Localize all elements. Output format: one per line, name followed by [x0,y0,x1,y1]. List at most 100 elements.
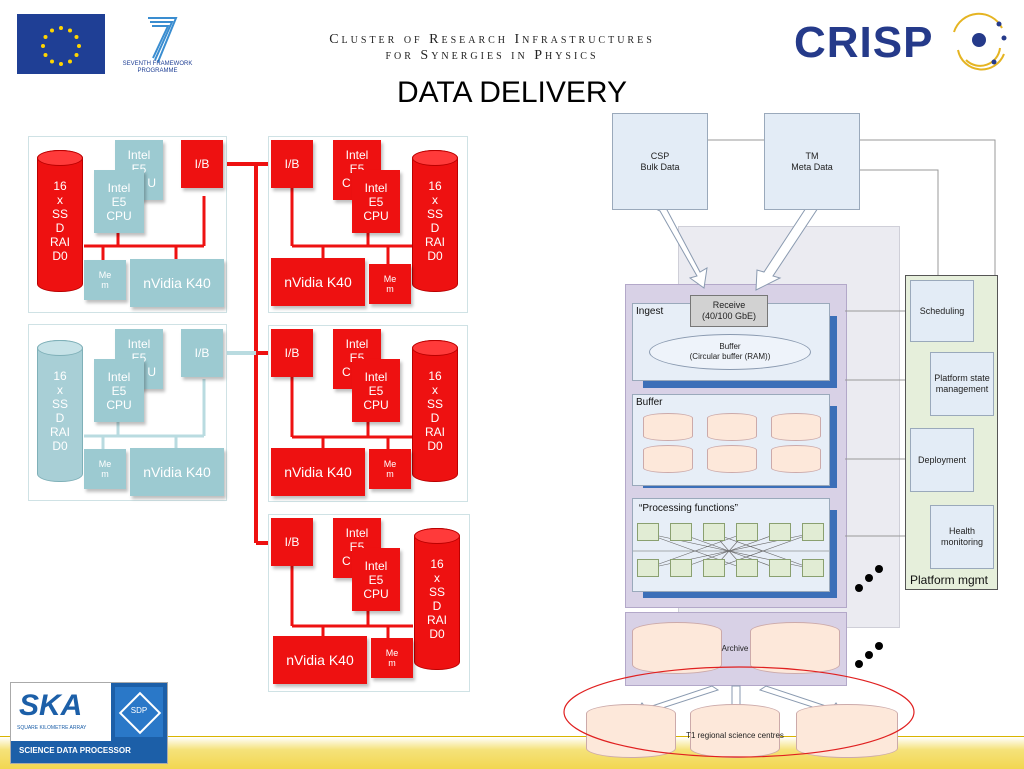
cpu-back-line3a: C [342,554,351,568]
gpu-box: nVidia K40 [130,259,224,307]
ssd-raid-label: 16 x SS D RAI D0 [49,369,70,453]
cpu-back-line1: Intel [345,337,369,351]
buffer-drum [707,413,757,441]
t1-drum [796,704,898,758]
processing-node [769,559,791,577]
cpu-box: Intel E5 CPU [352,170,400,233]
processing-mesh [633,532,829,570]
infiniband-box: I/B [271,140,313,188]
scheduling-box: Scheduling [910,280,974,342]
processing-node [769,523,791,541]
node-1-bus [84,196,206,261]
infiniband-box: I/B [271,518,313,566]
ingest-title: Ingest [636,306,664,317]
cpu-back-line1: Intel [345,526,369,540]
buffer-drum [643,445,693,473]
buffer-drum [643,413,693,441]
archive-drum [750,622,840,674]
buffer-drum [707,445,757,473]
processing-node [736,523,758,541]
cpu-back-line1: Intel [345,148,369,162]
crisp-orbit-icon [953,12,1007,71]
more-dots-icon [865,651,873,659]
gpu-box: nVidia K40 [271,258,365,306]
platform-mgmt-label: Platform mgmt [910,573,989,587]
buffer-ellipse: Buffer (Circular buffer (RAM)) [649,334,811,370]
buffer-ellipse-label: Buffer (Circular buffer (RAM)) [689,342,771,361]
eu-stars-icon [41,26,81,66]
memory-box: Me m [84,260,126,300]
more-dots-icon [855,584,863,592]
cpu-back-line1: Intel [127,148,151,162]
memory-box: Me m [371,638,413,678]
gpu-box: nVidia K40 [273,636,367,684]
cpu-box: Intel E5 CPU [352,359,400,422]
ska-sdp-logo: SKA SQUARE KILOMETRE ARRAY SDP SCIENCE D… [10,682,168,764]
ska-logo-subtext: SQUARE KILOMETRE ARRAY [17,725,87,731]
fp7-logo: SEVENTH FRAMEWORK PROGRAMME [120,14,195,78]
cpu-back-line3a: C [342,176,351,190]
ssd-raid-cylinder: 16 x SS D RAI D0 [412,150,458,292]
processing-title: “Processing functions” [639,503,738,514]
t1-drum [586,704,676,758]
eu-flag-logo [17,14,105,74]
sdp-badge: SDP [115,687,163,737]
infiniband-box: I/B [181,329,223,377]
processing-node [670,559,692,577]
node-3-bus [290,186,413,264]
deployment-box: Deployment [910,428,974,492]
cpu-back-line3a: C [342,365,351,379]
tm-meta-data-box: TM Meta Data [764,113,860,210]
processing-node [802,523,824,541]
more-dots-icon [855,660,863,668]
cpu-box: Intel E5 CPU [94,170,144,233]
ska-logo-text: SKA [19,689,83,722]
ssd-raid-cylinder: 16 x SS D RAI D0 [414,528,460,670]
processing-node [637,523,659,541]
page-title: DATA DELIVERY [396,76,628,109]
t1-label: T1 regional science centres [686,731,784,740]
memory-box: Me m [84,449,126,489]
ssd-raid-cylinder: 16 x SS D RAI D0 [37,150,83,292]
buffer-drum [771,413,821,441]
gpu-box: nVidia K40 [271,448,365,496]
csp-bulk-data-box: CSP Bulk Data [612,113,708,210]
infiniband-box: I/B [181,140,223,188]
processing-section: “Processing functions” [632,498,830,592]
cpu-back-line3b: U [147,365,156,379]
processing-node [670,523,692,541]
processing-node [802,559,824,577]
platform-state-box: Platform state management [930,352,994,416]
t1-drum [690,704,780,758]
ssd-raid-label: 16 x SS D RAI D0 [426,557,447,641]
ska-bar-text: SCIENCE DATA PROCESSOR [19,746,131,755]
archive-drum [632,622,722,674]
health-monitoring-box: Health monitoring [930,505,994,569]
t1-highlight-ellipse [563,666,915,758]
ssd-raid-label: 16 x SS D RAI D0 [49,179,70,263]
infiniband-box: I/B [271,329,313,377]
processing-node [637,559,659,577]
ssd-raid-label: 16 x SS D RAI D0 [424,179,445,263]
fp7-seven-icon [148,17,178,63]
node-4-bus [290,375,413,453]
more-dots-icon [865,574,873,582]
processing-node [703,523,725,541]
more-dots-icon [875,565,883,573]
sdp-badge-text: SDP [130,706,148,715]
ssd-raid-label: 16 x SS D RAI D0 [424,369,445,453]
gpu-box: nVidia K40 [130,448,224,496]
cpu-box: Intel E5 CPU [94,359,144,422]
cpu-back-line1: Intel [127,337,151,351]
more-dots-icon [875,642,883,650]
crisp-logo-text: CRISP [794,18,934,67]
cluster-line-1: Cluster of Research Infrastructures [329,32,655,47]
ssd-raid-cylinder: 16 x SS D RAI D0 [37,340,83,482]
buffer-title: Buffer [636,397,663,408]
processing-node [736,559,758,577]
cpu-back-line3b: U [147,176,156,190]
cpu-box: Intel E5 CPU [352,548,400,611]
archive-label: Archive [721,644,749,653]
ssd-raid-cylinder: 16 x SS D RAI D0 [412,340,458,482]
